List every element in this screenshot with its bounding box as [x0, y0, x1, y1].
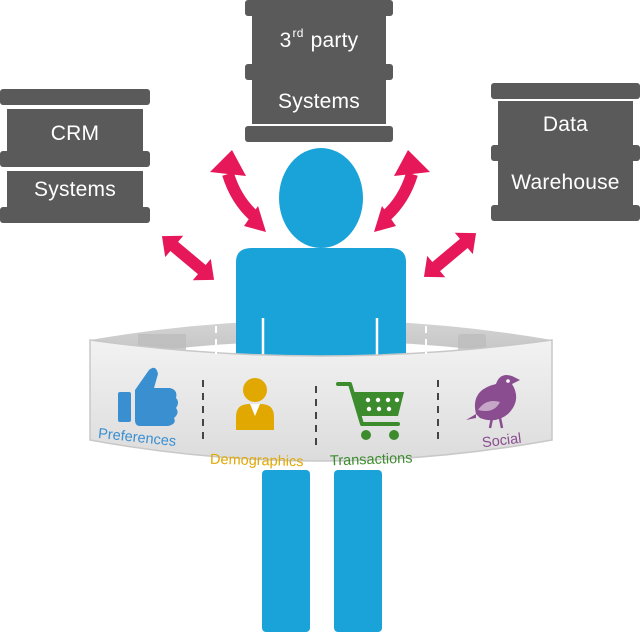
db-body: Warehouse	[498, 161, 633, 205]
third-party-systems-database: 3rd party Systems	[245, 0, 393, 146]
thumbs-up-icon	[118, 367, 178, 426]
db-cap	[0, 151, 150, 167]
crm-systems-database: CRM Systems	[0, 89, 150, 227]
db-body: Data	[498, 101, 633, 149]
db-cap	[491, 205, 640, 221]
bird-icon	[466, 375, 520, 429]
db-cap	[0, 207, 150, 223]
db-body: Systems	[252, 80, 386, 124]
warehouse-label: Warehouse	[511, 171, 620, 194]
curved-arrow-left	[222, 172, 259, 221]
person-figure	[236, 148, 406, 632]
db-cap	[0, 89, 150, 105]
data-label: Data	[542, 113, 589, 136]
db-body: Systems	[7, 171, 143, 209]
person-icon	[236, 378, 274, 430]
db-cap	[245, 0, 393, 16]
db-cap	[491, 145, 640, 161]
band-front	[89, 339, 553, 462]
transactions-label: Transactions	[329, 450, 413, 470]
db-body: CRM	[7, 109, 143, 159]
crm-label: CRM	[50, 122, 100, 145]
systems-label: Systems	[34, 178, 116, 201]
db-cap	[245, 126, 393, 142]
arrow-crm-person	[161, 235, 215, 281]
arrow-warehouse-person	[423, 232, 477, 278]
db-cap	[245, 64, 393, 80]
shopping-cart-icon	[336, 382, 404, 440]
db-cap	[491, 83, 640, 99]
curved-arrow-right	[381, 172, 418, 221]
db-body: 3rd party	[252, 16, 386, 64]
systems-label: Systems	[278, 90, 360, 113]
third-party-label: 3rd party	[279, 25, 359, 52]
data-warehouse-database: Data Warehouse	[491, 83, 640, 223]
demographics-label: Demographics	[209, 451, 304, 471]
